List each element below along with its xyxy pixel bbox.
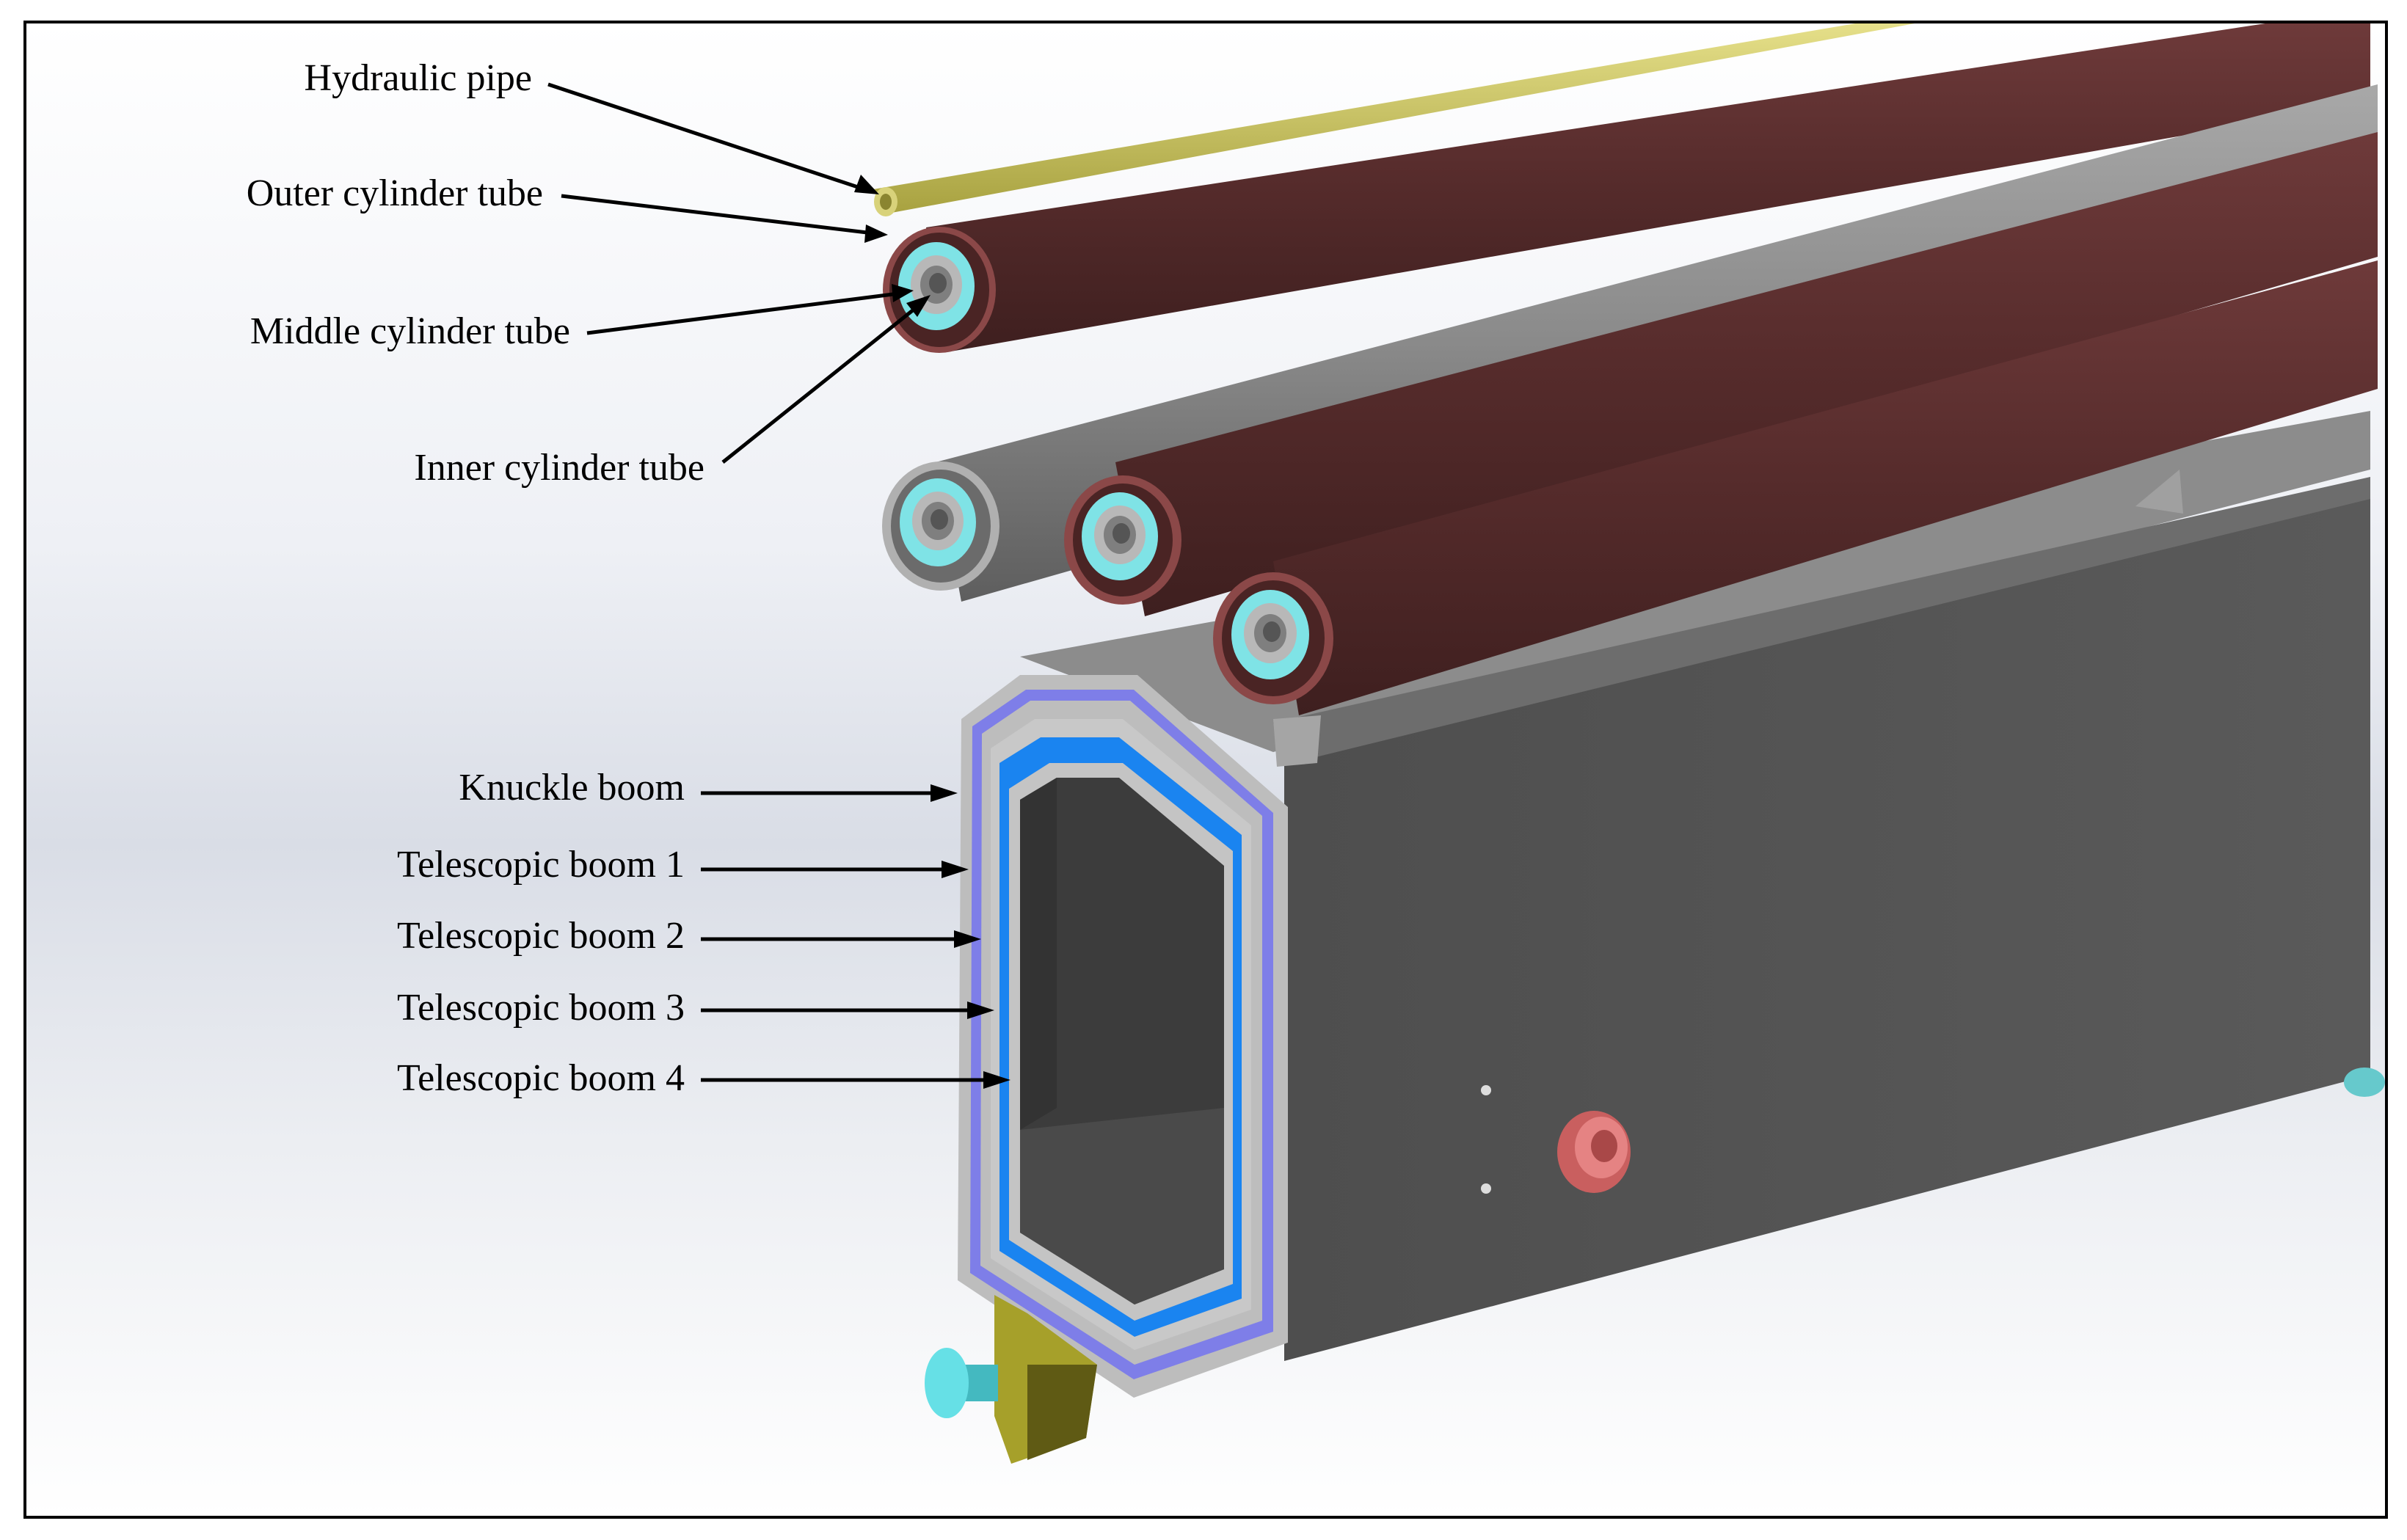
far-pin [2344, 1068, 2385, 1097]
leader-inner-cylinder-tube [721, 305, 919, 464]
arrowhead-telescopic-boom-1 [942, 861, 969, 878]
arrowhead-knuckle-boom [931, 784, 958, 802]
rail-stop-block [2135, 470, 2183, 514]
label-telescopic-boom-1: Telescopic boom 1 [397, 844, 685, 886]
hydraulic-pipe-long [873, 22, 1923, 213]
boom-inner-floor [1020, 1108, 1224, 1304]
front-cylinder-inner-bore [1263, 621, 1281, 642]
arrowhead-inner-cylinder-tube [906, 295, 931, 317]
top-rail [1273, 477, 2370, 763]
figure-border [23, 21, 2388, 1519]
arrowhead-hydraulic-pipe [854, 175, 879, 194]
bottom-pin-head [925, 1348, 969, 1418]
arrowhead-outer-cylinder-tube [864, 225, 888, 243]
label-inner-cylinder-tube: Inner cylinder tube [414, 447, 704, 489]
middle-cylinder-inner-bore [1113, 523, 1130, 544]
label-outer-cylinder-tube: Outer cylinder tube [247, 172, 543, 214]
leader-middle-cylinder-tube [586, 291, 900, 335]
arrowhead-telescopic-boom-3 [967, 1001, 994, 1019]
front-cylinder-body [1273, 260, 2378, 715]
arrowhead-middle-cylinder-tube [892, 284, 914, 302]
label-telescopic-boom-2: Telescopic boom 2 [397, 915, 685, 957]
hydraulic-pipe-long-bore [880, 194, 892, 210]
boom-inner-wall [1020, 778, 1057, 1130]
label-telescopic-boom-4: Telescopic boom 4 [397, 1057, 685, 1099]
side-hole-upper [1481, 1085, 1491, 1095]
top-rail-cap [1273, 715, 1321, 767]
cylinders [882, 22, 2378, 715]
label-middle-cylinder-tube: Middle cylinder tube [250, 310, 570, 352]
top-cylinder-inner-bore [929, 273, 947, 293]
side-hole-lower [1481, 1183, 1491, 1194]
label-hydraulic-pipe: Hydraulic pipe [305, 57, 532, 99]
annotations: Hydraulic pipe Outer cylinder tube Middl… [247, 57, 1010, 1099]
arrowhead-telescopic-boom-2 [954, 930, 981, 948]
boom-side-face [1284, 484, 2370, 1361]
leader-hydraulic-pipe [547, 82, 865, 191]
bottom-bracket-shade [1027, 1365, 1097, 1460]
leader-outer-cylinder-tube [561, 194, 874, 236]
arrowhead-telescopic-boom-4 [983, 1071, 1010, 1089]
label-knuckle-boom: Knuckle boom [459, 767, 685, 809]
top-cylinder-body [926, 22, 2370, 352]
boom-assembly [925, 411, 2385, 1464]
middle-cylinder-body [1115, 132, 2378, 616]
label-telescopic-boom-3: Telescopic boom 3 [397, 987, 685, 1029]
pin-boss-hole [1591, 1130, 1617, 1162]
gray-cylinder-inner-bore [931, 509, 948, 530]
